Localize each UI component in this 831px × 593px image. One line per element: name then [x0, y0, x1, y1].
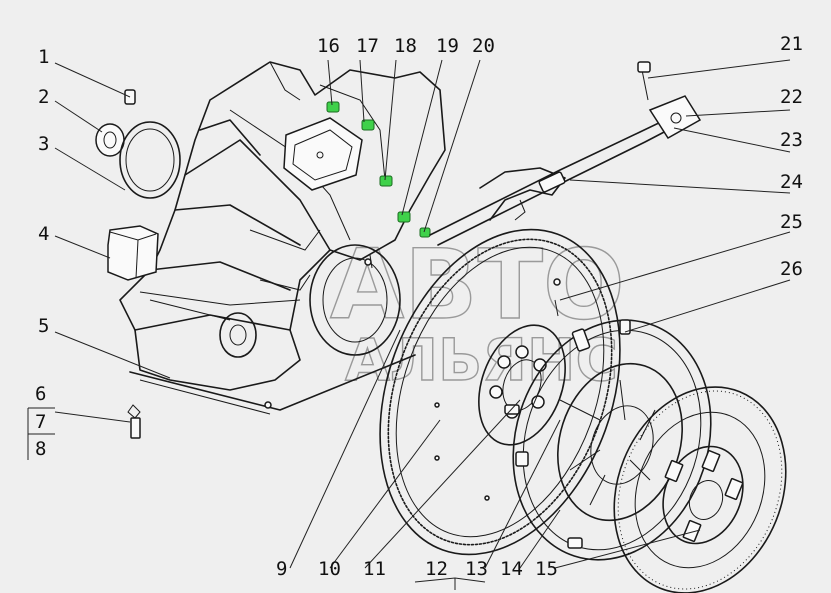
callout-9: 9 [276, 558, 287, 580]
bearing-and-seal [95, 121, 181, 199]
callout-11: 11 [363, 558, 386, 580]
callout-19: 19 [436, 35, 459, 57]
body-details [249, 229, 559, 317]
callout-20: 20 [472, 35, 495, 57]
clutch-housing [107, 61, 446, 439]
callout-7: 7 [35, 411, 46, 433]
callout-1: 1 [38, 46, 49, 68]
callout-25: 25 [780, 211, 803, 233]
callout-10: 10 [318, 558, 341, 580]
watermark-line1: АВТО [330, 229, 625, 341]
callout-6: 6 [35, 383, 46, 405]
clutch-disc [613, 386, 787, 593]
release-fork-and-shaft [429, 61, 702, 246]
leader-lines [27, 59, 791, 590]
callout-21: 21 [780, 33, 803, 55]
callout-13: 13 [465, 558, 488, 580]
callout-24: 24 [780, 171, 803, 193]
callout-3: 3 [38, 133, 49, 155]
callout-4: 4 [38, 223, 49, 245]
callout-8: 8 [35, 438, 46, 460]
callout-2: 2 [38, 86, 49, 108]
watermark: АВТО АЛЬЯНС [329, 228, 625, 394]
callout-22: 22 [780, 86, 803, 108]
callout-5: 5 [38, 315, 49, 337]
callout-17: 17 [356, 35, 379, 57]
callouts: 1 2 3 4 5 6 7 8 9 10 11 12 13 14 15 16 1… [35, 33, 803, 580]
callout-16: 16 [317, 35, 340, 57]
callout-15: 15 [535, 558, 558, 580]
callout-14: 14 [500, 558, 523, 580]
callout-26: 26 [780, 258, 803, 280]
clutch-pressure-plate [512, 319, 712, 561]
flywheel [379, 228, 621, 556]
callout-12: 12 [425, 558, 448, 580]
callout-23: 23 [780, 129, 803, 151]
callout-18: 18 [394, 35, 417, 57]
